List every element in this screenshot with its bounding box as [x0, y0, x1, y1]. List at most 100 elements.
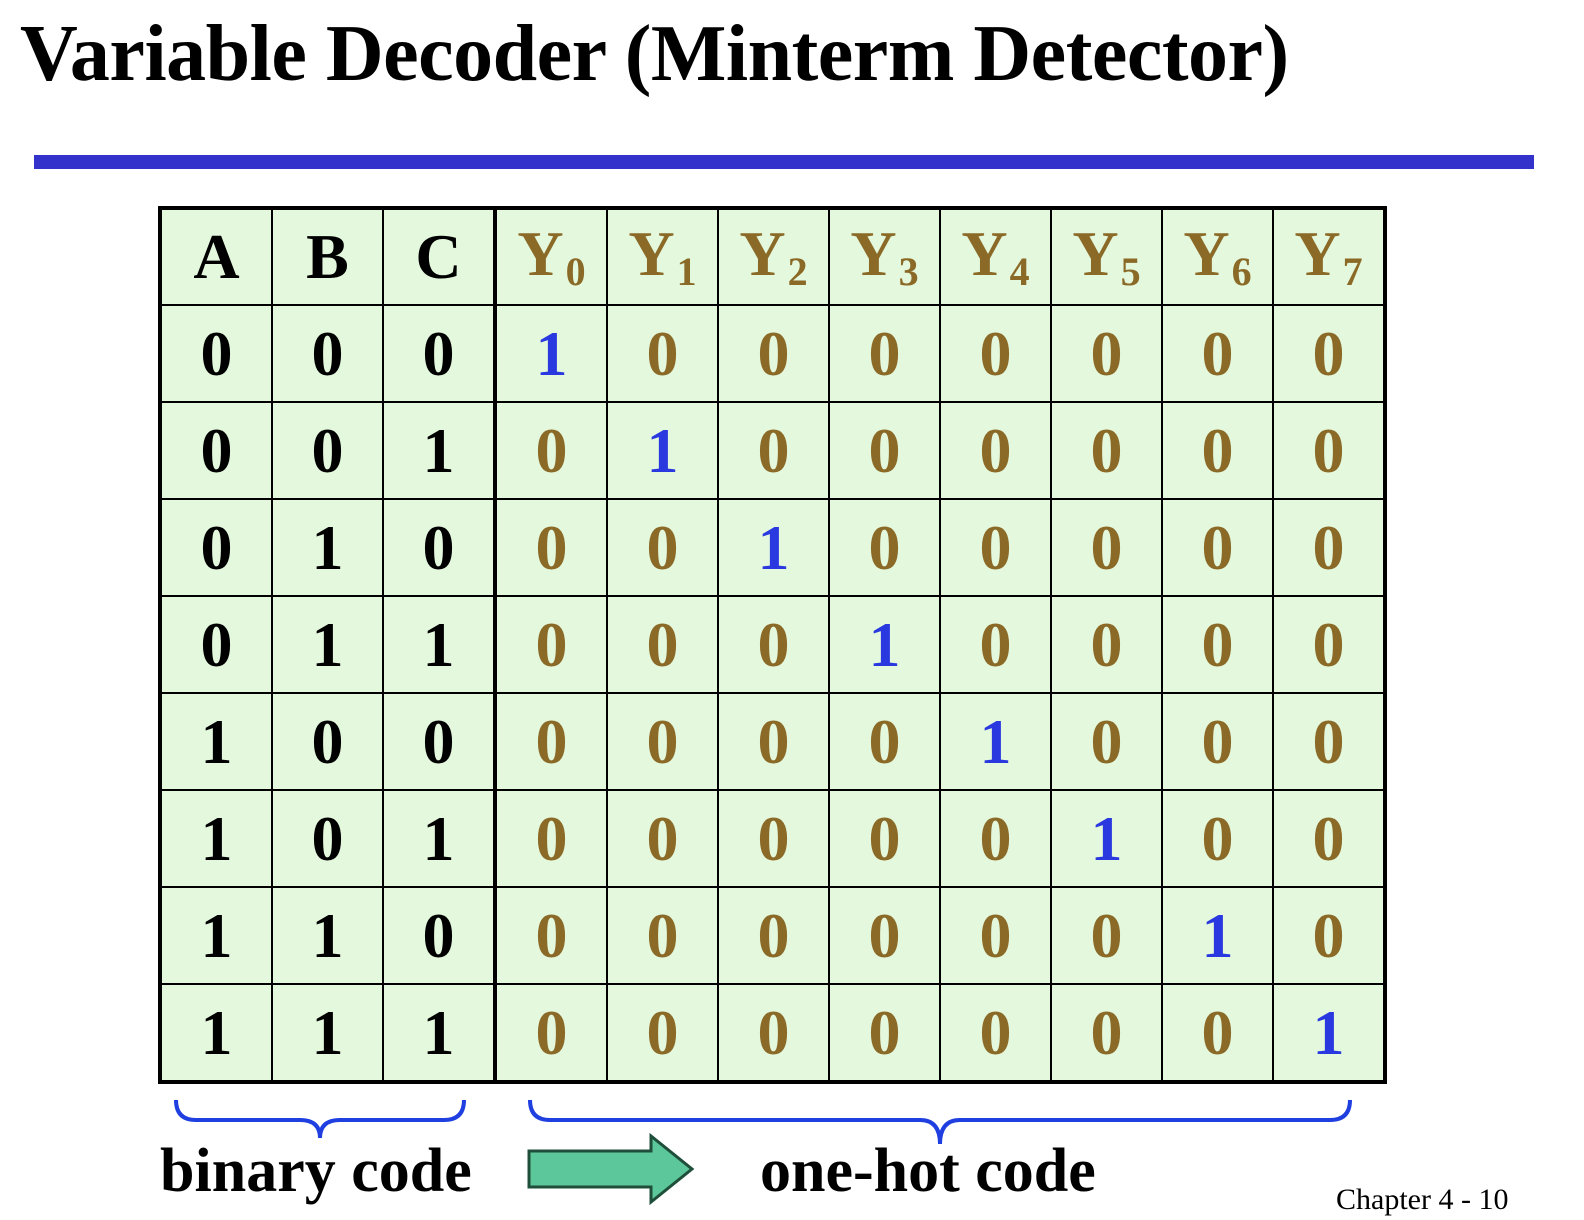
output-header-y7: Y7 [1272, 207, 1386, 306]
output-cell: 0 [717, 401, 830, 500]
output-cell: 0 [493, 983, 608, 1083]
input-cell: 0 [271, 304, 384, 403]
output-cell: 0 [606, 692, 719, 791]
output-cell: 0 [606, 886, 719, 985]
input-cell: 0 [159, 401, 273, 500]
output-cell: 0 [1272, 595, 1386, 694]
input-cell: 0 [271, 692, 384, 791]
input-cell: 0 [382, 304, 496, 403]
output-cell: 0 [1272, 498, 1386, 597]
output-cell: 0 [717, 789, 830, 888]
table-header-row: A B C Y0 Y1 Y2 Y3 Y4 Y5 Y6 Y7 [159, 207, 1386, 306]
output-cell: 0 [493, 401, 608, 500]
output-cell: 0 [1050, 983, 1163, 1083]
output-cell: 0 [828, 692, 941, 791]
input-cell: 1 [159, 789, 273, 888]
output-cell: 1 [828, 595, 941, 694]
output-cell: 1 [493, 304, 608, 403]
output-cell: 0 [828, 789, 941, 888]
output-cell: 0 [939, 498, 1052, 597]
input-cell: 1 [159, 983, 273, 1083]
output-header-y6: Y6 [1161, 207, 1274, 306]
output-cell: 0 [1272, 304, 1386, 403]
output-cell: 0 [939, 886, 1052, 985]
input-cell: 1 [271, 886, 384, 985]
output-header-y4: Y4 [939, 207, 1052, 306]
one-hot-code-label: one-hot code [760, 1137, 1096, 1205]
input-cell: 1 [271, 498, 384, 597]
output-cell: 0 [606, 983, 719, 1083]
output-cell: 0 [1050, 886, 1163, 985]
output-cell: 0 [828, 498, 941, 597]
input-cell: 1 [159, 692, 273, 791]
output-cell: 0 [606, 498, 719, 597]
input-cell: 0 [382, 886, 496, 985]
input-cell: 0 [271, 401, 384, 500]
output-cell: 0 [828, 401, 941, 500]
output-cell: 0 [1161, 692, 1274, 791]
input-cell: 0 [271, 789, 384, 888]
output-cell: 0 [1161, 595, 1274, 694]
output-cell: 0 [1161, 401, 1274, 500]
output-cell: 0 [717, 692, 830, 791]
input-cell: 1 [382, 789, 496, 888]
one-hot-code-brace [528, 1099, 1352, 1145]
output-cell: 1 [939, 692, 1052, 791]
output-cell: 0 [1161, 983, 1274, 1083]
output-cell: 0 [1272, 886, 1386, 985]
output-cell: 1 [1161, 886, 1274, 985]
output-header-y3: Y3 [828, 207, 941, 306]
input-cell: 0 [382, 498, 496, 597]
output-cell: 0 [1050, 692, 1163, 791]
output-header-y1: Y1 [606, 207, 719, 306]
output-cell: 0 [1050, 401, 1163, 500]
slide-title: Variable Decoder (Minterm Detector) [20, 10, 1289, 98]
input-cell: 1 [382, 983, 496, 1083]
output-header-y0: Y0 [493, 207, 608, 306]
binary-code-brace [174, 1099, 466, 1139]
output-cell: 0 [939, 595, 1052, 694]
input-cell: 0 [159, 498, 273, 597]
output-cell: 0 [1050, 595, 1163, 694]
input-header-b: B [271, 207, 384, 306]
output-cell: 0 [939, 983, 1052, 1083]
output-cell: 1 [717, 498, 830, 597]
output-cell: 0 [828, 983, 941, 1083]
output-cell: 0 [493, 789, 608, 888]
input-cell: 1 [382, 401, 496, 500]
output-cell: 0 [717, 886, 830, 985]
output-cell: 0 [1161, 498, 1274, 597]
output-cell: 0 [828, 886, 941, 985]
output-cell: 1 [1050, 789, 1163, 888]
input-cell: 1 [271, 983, 384, 1083]
output-cell: 0 [493, 595, 608, 694]
output-cell: 0 [939, 304, 1052, 403]
title-rule [34, 155, 1534, 169]
input-cell: 0 [159, 595, 273, 694]
output-cell: 0 [493, 886, 608, 985]
output-cell: 0 [828, 304, 941, 403]
input-cell: 0 [159, 304, 273, 403]
output-cell: 0 [939, 789, 1052, 888]
input-cell: 0 [382, 692, 496, 791]
output-cell: 0 [717, 595, 830, 694]
output-header-y2: Y2 [717, 207, 830, 306]
output-cell: 0 [493, 498, 608, 597]
output-cell: 0 [717, 304, 830, 403]
output-header-y5: Y5 [1050, 207, 1163, 306]
input-header-c: C [382, 207, 496, 306]
input-header-a: A [159, 207, 273, 306]
output-cell: 0 [1050, 498, 1163, 597]
output-cell: 0 [1050, 304, 1163, 403]
output-cell: 0 [606, 304, 719, 403]
input-cell: 1 [159, 886, 273, 985]
